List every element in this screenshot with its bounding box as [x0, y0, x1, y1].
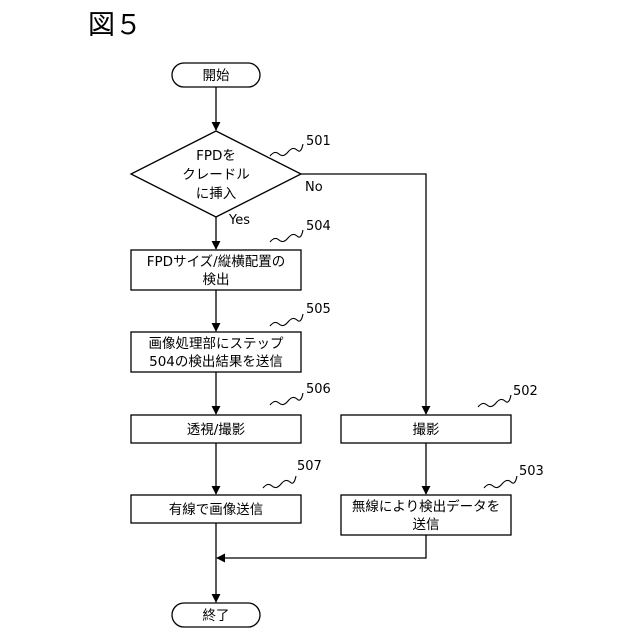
ref-507: 507	[297, 459, 322, 474]
step-502-label: 撮影	[413, 421, 440, 438]
arrow-503-merge	[217, 535, 426, 558]
ref-503-leader	[484, 476, 517, 488]
ref-505-leader	[270, 314, 303, 326]
step-503-label-line1: 無線により検出データを	[352, 498, 500, 515]
step-504-label-line2: 検出	[203, 272, 230, 288]
step-503-label-line2: 送信	[413, 517, 440, 533]
ref-505: 505	[306, 302, 331, 317]
end-label: 終了	[203, 608, 230, 624]
ref-504: 504	[306, 219, 331, 234]
step-506-label: 透視/撮影	[187, 421, 246, 438]
step-507-label: 有線で画像送信	[169, 502, 264, 518]
ref-501: 501	[306, 134, 331, 149]
ref-507-leader	[263, 476, 296, 488]
ref-501-leader	[270, 144, 303, 156]
step-505-label-line2: 504の検出結果を送信	[149, 354, 283, 370]
decision-label-line2: クレードル	[182, 167, 250, 183]
no-label: No	[305, 180, 323, 195]
ref-506: 506	[306, 382, 331, 397]
figure-title: 図５	[88, 10, 142, 41]
step-505-label-line1: 画像処理部にステップ	[149, 336, 284, 352]
decision-label-line1: FPDを	[196, 148, 236, 164]
ref-503: 503	[519, 464, 544, 479]
step-504-label-line1: FPDサイズ/縦横配置の	[147, 254, 285, 270]
start-label: 開始	[203, 68, 230, 84]
ref-506-leader	[270, 393, 303, 405]
ref-502: 502	[513, 384, 538, 399]
yes-label: Yes	[228, 213, 250, 228]
ref-504-leader	[270, 230, 303, 242]
decision-label-line3: に挿入	[196, 186, 237, 202]
arrow-no-branch	[301, 174, 426, 414]
ref-502-leader	[478, 395, 511, 407]
